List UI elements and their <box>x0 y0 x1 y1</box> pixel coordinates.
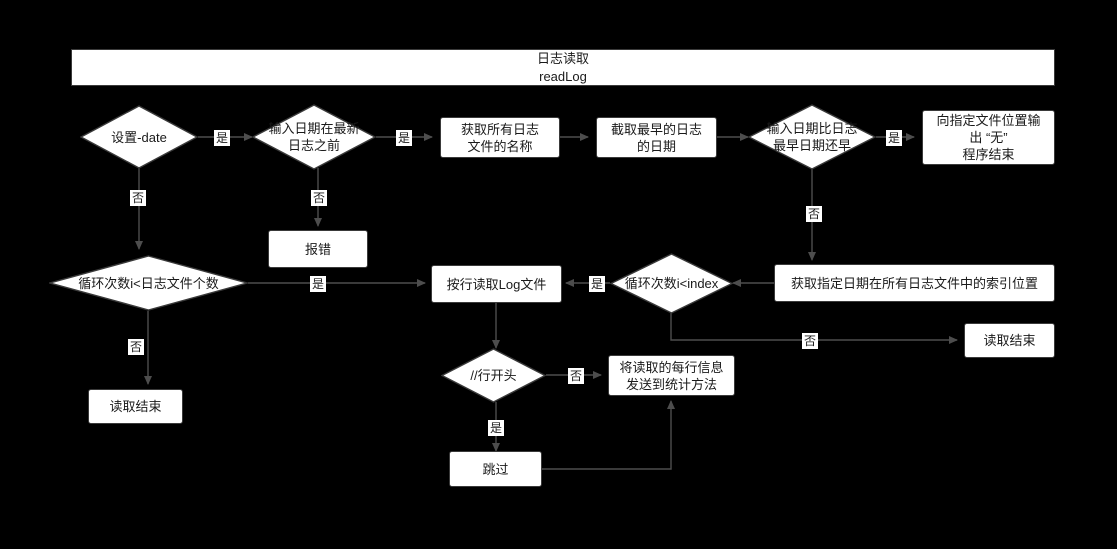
process-output-none-end[interactable]: 向指定文件位置输 出 “无” 程序结束 <box>922 110 1055 165</box>
edge-label-earlier-yes: 是 <box>886 130 903 146</box>
process-skip[interactable]: 跳过 <box>449 451 542 487</box>
decision-input-before-newest[interactable]: 输入日期在最新 日志之前 <box>252 104 376 170</box>
edge-label-inputbefore-yes: 是 <box>396 130 413 146</box>
decision-comment-line-start[interactable]: //行开头 <box>441 348 546 403</box>
diamond-shape-icon <box>80 105 198 169</box>
diamond-shape-icon <box>441 348 546 403</box>
decision-loop-index-label: 循环次数i<index <box>624 276 719 291</box>
process-report-error[interactable]: 报错 <box>268 230 368 268</box>
edge-label-setdate-no: 否 <box>130 190 147 206</box>
edge-label-inputbefore-no: 否 <box>311 190 328 206</box>
diamond-shape-icon <box>252 104 376 170</box>
edge-label-loopfilecount-yes: 是 <box>310 276 327 292</box>
edge-skip-to-send <box>542 400 675 470</box>
decision-input-before-newest-label: 输入日期在最新 日志之前 <box>268 121 360 153</box>
decision-loop-filecount[interactable]: 循环次数i<日志文件个数 <box>49 255 248 311</box>
terminator-read-end-left[interactable]: 读取结束 <box>88 389 183 424</box>
edge-label-earlier-no: 否 <box>806 206 823 222</box>
process-read-log-by-line[interactable]: 按行读取Log文件 <box>431 265 562 303</box>
edge-label-comment-no: 否 <box>568 368 585 384</box>
process-send-to-statistics[interactable]: 将读取的每行信息 发送到统计方法 <box>608 355 735 396</box>
edge-label-setdate-yes: 是 <box>214 130 231 146</box>
decision-loop-filecount-label: 循环次数i<日志文件个数 <box>78 275 219 291</box>
decision-set-date[interactable]: 设置-date <box>80 105 198 169</box>
edge-label-loopfilecount-no: 否 <box>128 339 145 355</box>
edge-label-loopindex-yes: 是 <box>589 276 606 292</box>
decision-loop-index[interactable]: 循环次数i<index <box>610 253 733 314</box>
process-get-index-position[interactable]: 获取指定日期在所有日志文件中的索引位置 <box>774 264 1055 302</box>
terminator-read-end-right[interactable]: 读取结束 <box>964 323 1055 358</box>
decision-input-earlier-than-earliest[interactable]: 输入日期比日志 最早日期还早 <box>748 104 876 170</box>
edge-label-loopindex-no: 否 <box>802 333 819 349</box>
diagram-title-bar: 日志读取 readLog <box>71 49 1055 86</box>
diamond-shape-icon <box>49 255 248 311</box>
decision-input-earlier-label: 输入日期比日志 最早日期还早 <box>766 121 858 153</box>
process-get-all-log-names[interactable]: 获取所有日志 文件的名称 <box>440 117 560 158</box>
decision-set-date-label: 设置-date <box>111 129 167 145</box>
process-cut-earliest-date[interactable]: 截取最早的日志 的日期 <box>596 117 717 158</box>
diamond-shape-icon <box>610 253 733 314</box>
decision-comment-line-start-label: //行开头 <box>470 368 517 383</box>
edge-label-comment-yes: 是 <box>488 420 505 436</box>
diamond-shape-icon <box>748 104 876 170</box>
